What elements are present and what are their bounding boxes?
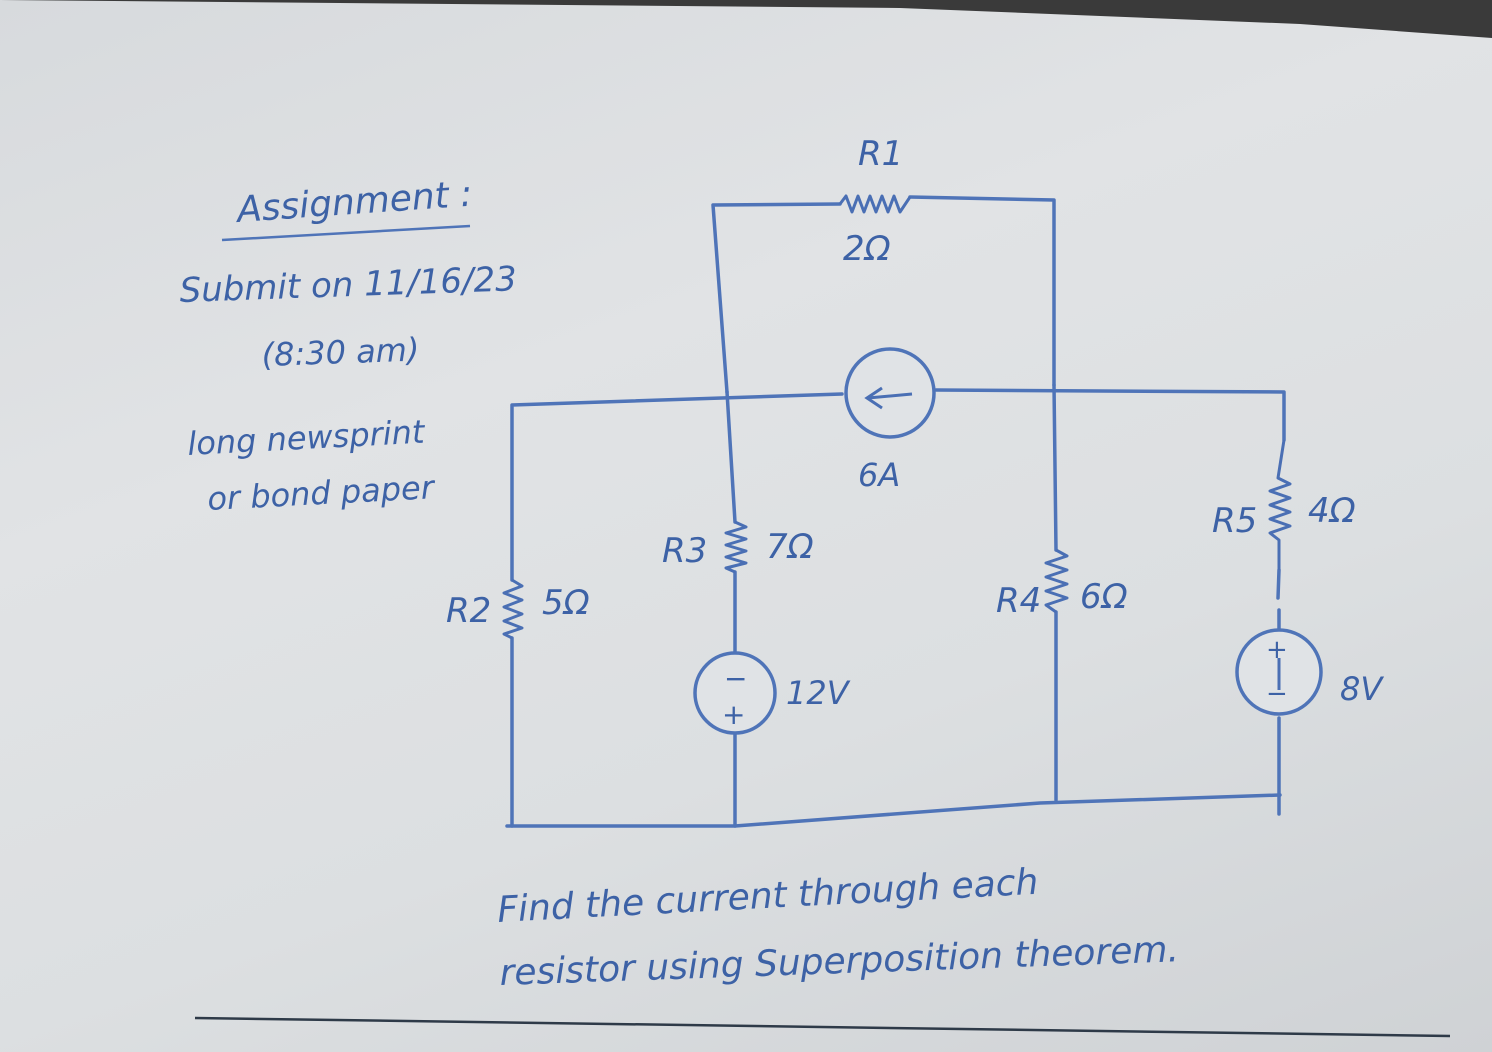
current-source-value: 6A xyxy=(858,456,900,494)
r3-value: 7Ω xyxy=(766,527,814,567)
r1-label: R1 xyxy=(858,134,903,174)
vs8-top-sign: + xyxy=(1266,635,1288,665)
r2-label: R2 xyxy=(446,591,491,631)
voltage-source-8v xyxy=(1235,628,1323,716)
submit-time-note: (8:30 am) xyxy=(261,331,420,374)
resistor-r1-symbol xyxy=(838,194,912,214)
r4-label: R4 xyxy=(996,581,1041,621)
circuit-wires xyxy=(505,195,1286,828)
assignment-heading: Assignment : xyxy=(234,174,474,231)
resistor-r3-symbol xyxy=(724,520,748,574)
voltage-source-12v xyxy=(693,651,777,735)
vs12-value: 12V xyxy=(786,674,851,712)
task-line1: Find the current through each xyxy=(496,862,1039,931)
r3-label: R3 xyxy=(662,531,707,571)
r5-value: 4Ω xyxy=(1308,491,1356,531)
bottom-rule xyxy=(194,1016,1451,1038)
paper-note-line2: or bond paper xyxy=(206,468,436,518)
resistor-r2-symbol xyxy=(502,578,524,640)
paper-note-line1: long newsprint xyxy=(186,413,426,463)
r4-value: 6Ω xyxy=(1080,577,1128,617)
vs8-bottom-sign: − xyxy=(1266,679,1288,709)
vs12-top-sign: − xyxy=(724,662,747,695)
task-line2: resistor using Superposition theorem. xyxy=(499,929,1180,994)
submit-date-note: Submit on 11/16/23 xyxy=(179,259,517,311)
resistor-r5-symbol xyxy=(1268,439,1292,570)
resistor-r4-symbol xyxy=(1044,548,1069,614)
r2-value: 5Ω xyxy=(542,583,590,623)
vs12-bottom-sign: + xyxy=(722,698,745,731)
heading-underline xyxy=(221,224,471,242)
r1-value: 2Ω xyxy=(843,229,891,269)
current-source-6a xyxy=(844,347,936,439)
board-frame xyxy=(0,0,1492,38)
r5-label: R5 xyxy=(1212,501,1257,541)
vs8-value: 8V xyxy=(1340,670,1384,708)
